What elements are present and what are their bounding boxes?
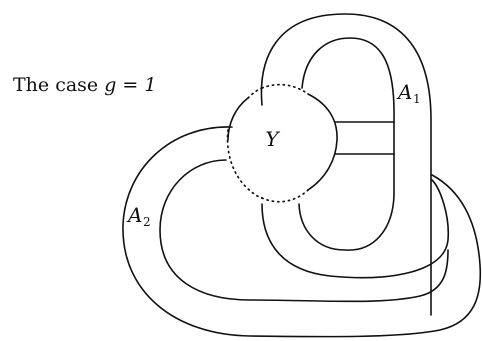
label-a2: A (126, 203, 142, 227)
outer-band-inner-edge (159, 159, 449, 303)
caption-text: The case (13, 74, 105, 96)
outer-band-outer-edge (122, 126, 482, 338)
caption-math: g = 1 (104, 74, 157, 96)
y-circle-upper-left-dotted (247, 87, 263, 99)
label-y: Y (265, 127, 280, 151)
upper-band-inner-edge (298, 37, 395, 251)
y-circle-left-arc (227, 97, 249, 141)
label-a1-subscript: 1 (413, 92, 421, 106)
y-circle-right-arc (307, 93, 338, 191)
figure-caption: The case g = 1 (13, 74, 156, 96)
label-a2-subscript: 2 (143, 215, 151, 229)
y-circle-bottom-dotted-arc (261, 189, 309, 203)
upper-band-outer-edge (260, 13, 432, 316)
y-circle-left-dotted-arc (226, 129, 263, 199)
y-circle-top-dotted-arc (261, 83, 309, 95)
lower-band-inner-edge (261, 179, 450, 279)
label-a1: A (396, 80, 412, 104)
